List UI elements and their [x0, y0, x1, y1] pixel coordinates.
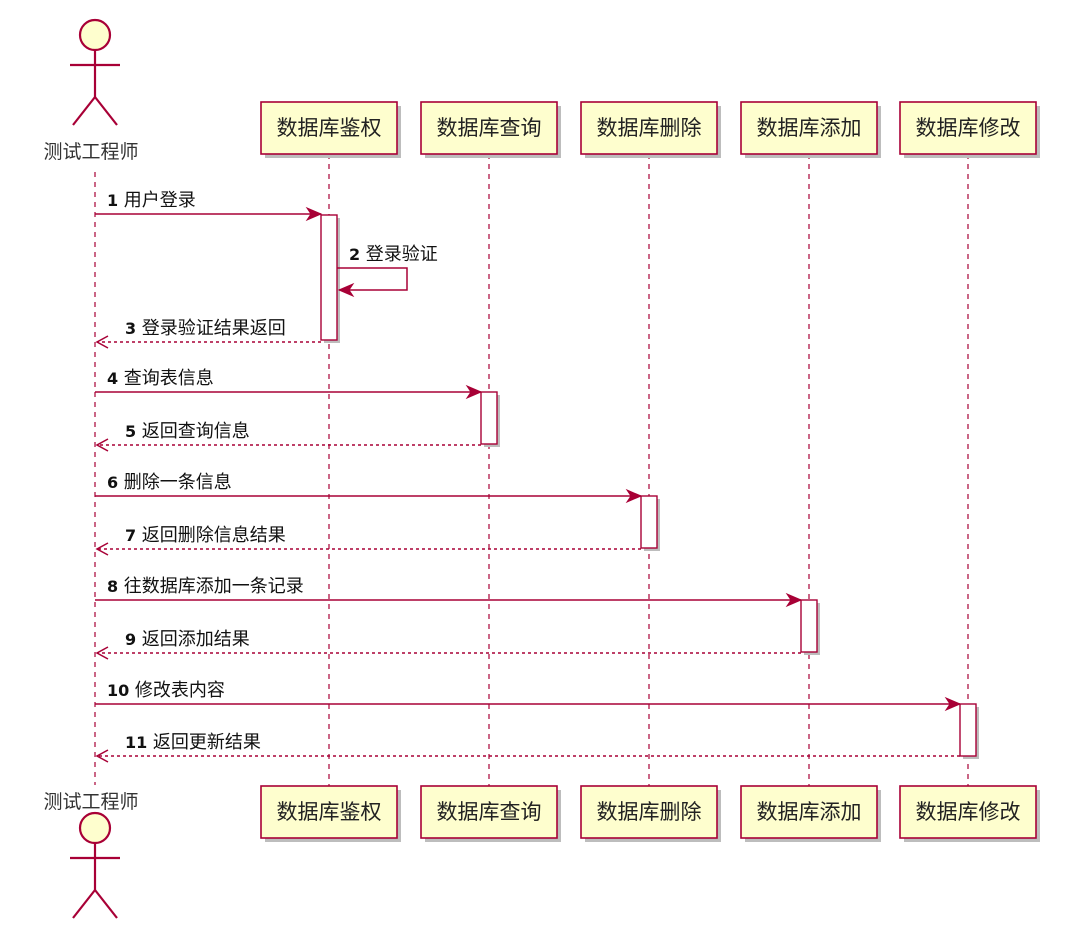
message-number: 6	[107, 473, 124, 492]
message-2: 2 登录验证	[337, 244, 438, 298]
message-number: 3	[125, 319, 142, 338]
participant-top-auth: 数据库鉴权	[260, 101, 401, 158]
arrow-head-open-icon	[95, 335, 109, 349]
participant-label: 数据库鉴权	[277, 116, 382, 140]
message-label: 7 返回删除信息结果	[125, 525, 286, 546]
message-number: 4	[107, 369, 124, 388]
arrow-head-open-icon	[95, 542, 109, 556]
message-label: 2 登录验证	[349, 244, 438, 265]
arrow-head-icon	[337, 282, 355, 298]
message-number: 11	[125, 733, 153, 752]
arrow-head-open-icon	[95, 646, 109, 660]
participant-top-delete: 数据库删除	[580, 101, 721, 158]
message-8: 8 往数据库添加一条记录	[95, 576, 803, 608]
participant-box	[580, 785, 718, 839]
actor-top: 测试工程师	[43, 18, 139, 163]
participant-box	[740, 785, 878, 839]
message-1: 1 用户登录	[95, 190, 323, 222]
actor-bottom: 测试工程师	[43, 791, 139, 919]
participant-box	[740, 101, 878, 155]
message-number: 2	[349, 245, 366, 264]
participant-box	[580, 101, 718, 155]
message-number: 9	[125, 630, 142, 649]
message-text: 登录验证结果返回	[142, 318, 286, 339]
message-label: 10 修改表内容	[107, 680, 225, 701]
participant-label: 数据库查询	[437, 116, 542, 140]
message-11: 11 返回更新结果	[95, 732, 960, 763]
participant-box	[899, 101, 1037, 155]
activation-add	[800, 599, 820, 655]
message-text: 返回删除信息结果	[142, 525, 286, 546]
message-4: 4 查询表信息	[95, 368, 483, 400]
participant-label: 数据库修改	[916, 116, 1021, 140]
message-text: 删除一条信息	[124, 472, 232, 493]
arrow-head-icon	[305, 206, 323, 222]
participant-label: 数据库添加	[757, 800, 862, 824]
participant-label: 数据库鉴权	[277, 800, 382, 824]
participant-label: 数据库查询	[437, 800, 542, 824]
message-number: 10	[107, 681, 135, 700]
participant-label: 数据库删除	[597, 116, 702, 140]
activation-modify	[959, 703, 979, 759]
participant-top-add: 数据库添加	[740, 101, 881, 158]
message-5: 5 返回查询信息	[95, 421, 481, 452]
message-number: 7	[125, 526, 142, 545]
message-text: 返回添加结果	[142, 629, 250, 650]
message-text: 查询表信息	[124, 368, 214, 389]
arrow-head-icon	[785, 592, 803, 608]
message-text: 修改表内容	[135, 680, 225, 701]
arrow-head-icon	[465, 384, 483, 400]
message-7: 7 返回删除信息结果	[95, 525, 641, 556]
message-label: 5 返回查询信息	[125, 421, 250, 442]
arrow-head-icon	[625, 488, 643, 504]
message-text: 往数据库添加一条记录	[124, 576, 304, 597]
message-label: 3 登录验证结果返回	[125, 318, 286, 339]
message-number: 5	[125, 422, 142, 441]
message-label: 4 查询表信息	[107, 368, 214, 389]
message-label: 9 返回添加结果	[125, 629, 250, 650]
stick-figure-actor-icon	[70, 811, 120, 919]
message-3: 3 登录验证结果返回	[95, 318, 321, 349]
message-label: 8 往数据库添加一条记录	[107, 576, 304, 597]
activation-auth	[320, 214, 340, 343]
participant-box	[899, 785, 1037, 839]
participant-bottom-delete: 数据库删除	[580, 785, 721, 842]
message-text: 返回查询信息	[142, 421, 250, 442]
message-6: 6 删除一条信息	[95, 472, 643, 504]
arrow-head-icon	[944, 696, 962, 712]
participant-bottom-query: 数据库查询	[420, 785, 561, 842]
message-number: 1	[107, 191, 124, 210]
participant-top-modify: 数据库修改	[899, 101, 1040, 158]
actor-label: 测试工程师	[43, 141, 138, 163]
participant-bottom-modify: 数据库修改	[899, 785, 1040, 842]
participant-box	[260, 101, 398, 155]
activation-query	[480, 391, 500, 447]
message-text: 用户登录	[124, 190, 196, 211]
activation-delete	[640, 495, 660, 551]
message-label: 6 删除一条信息	[107, 472, 232, 493]
message-text: 返回更新结果	[153, 732, 261, 753]
participant-label: 数据库修改	[916, 800, 1021, 824]
message-label: 11 返回更新结果	[125, 732, 261, 753]
message-10: 10 修改表内容	[95, 680, 962, 712]
message-text: 登录验证	[366, 244, 438, 265]
message-number: 8	[107, 577, 124, 596]
participant-top-query: 数据库查询	[420, 101, 561, 158]
participant-label: 数据库添加	[757, 116, 862, 140]
arrow-head-open-icon	[95, 438, 109, 452]
participant-label: 数据库删除	[597, 800, 702, 824]
stick-figure-actor-icon	[70, 18, 120, 126]
message-label: 1 用户登录	[107, 190, 196, 211]
arrow-head-open-icon	[95, 749, 109, 763]
participant-box	[420, 785, 558, 839]
participant-box	[260, 785, 398, 839]
participant-box	[420, 101, 558, 155]
participant-bottom-add: 数据库添加	[740, 785, 881, 842]
actor-label: 测试工程师	[43, 791, 138, 813]
message-9: 9 返回添加结果	[95, 629, 801, 660]
participant-bottom-auth: 数据库鉴权	[260, 785, 401, 842]
